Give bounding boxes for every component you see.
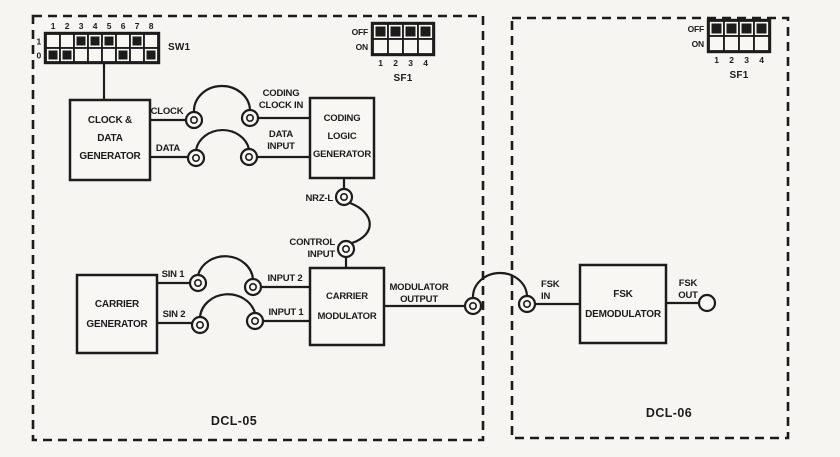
dcl05-board-outline xyxy=(31,14,485,442)
svg-text:1: 1 xyxy=(714,55,719,65)
svg-text:IN: IN xyxy=(541,291,550,302)
svg-text:MODULATOR: MODULATOR xyxy=(317,311,376,322)
svg-text:3: 3 xyxy=(79,21,84,31)
connector-fsk-in xyxy=(517,294,537,314)
port-label-fsk-out: FSK xyxy=(679,278,698,289)
svg-text:SF1: SF1 xyxy=(730,70,749,81)
svg-text:OUTPUT: OUTPUT xyxy=(400,294,438,305)
svg-text:4: 4 xyxy=(423,58,428,68)
svg-text:2: 2 xyxy=(729,55,734,65)
svg-text:4: 4 xyxy=(759,55,764,65)
svg-text:GENERATOR: GENERATOR xyxy=(313,149,371,160)
svg-text:5: 5 xyxy=(107,21,112,31)
block-clock-data-generator: CLOCK & DATA GENERATOR xyxy=(68,98,152,182)
patch-cord-sin1 xyxy=(196,255,255,280)
connector-control-input xyxy=(336,239,356,259)
svg-text:3: 3 xyxy=(744,55,749,65)
svg-text:1: 1 xyxy=(378,58,383,68)
connector-data-input xyxy=(239,147,259,167)
svg-text:LOGIC: LOGIC xyxy=(327,131,356,142)
connector-nrz-l xyxy=(334,187,354,207)
connector-fsk-out xyxy=(697,293,717,313)
patch-cord-sin2 xyxy=(198,293,257,318)
patch-cord-clock xyxy=(192,84,252,113)
svg-text:2: 2 xyxy=(65,21,70,31)
port-label-data-input: DATA xyxy=(269,129,294,140)
patch-cord-modulator-to-fsk-in xyxy=(471,271,529,299)
svg-text:OFF: OFF xyxy=(688,24,704,34)
carrier-generator-label: CARRIER xyxy=(95,299,140,310)
svg-text:GENERATOR: GENERATOR xyxy=(86,319,148,330)
svg-text:6: 6 xyxy=(121,21,126,31)
svg-text:GENERATOR: GENERATOR xyxy=(79,151,141,162)
patch-cord-data xyxy=(194,128,251,151)
fsk-demodulator-label: FSK xyxy=(613,289,633,300)
carrier-modulator-label: CARRIER xyxy=(326,291,368,302)
dcl06-board-label: DCL-06 xyxy=(646,406,692,420)
svg-text:DATA: DATA xyxy=(97,133,123,144)
port-label-modulator-output: MODULATOR xyxy=(389,282,448,293)
port-label-data: DATA xyxy=(156,143,181,154)
port-label-input1: INPUT 1 xyxy=(268,307,304,318)
connector-modulator-output xyxy=(463,296,483,316)
coding-logic-generator-label: CODING xyxy=(324,113,361,124)
svg-text:1: 1 xyxy=(36,37,41,47)
connector-clock-out xyxy=(184,110,204,130)
port-label-fsk-in: FSK xyxy=(541,279,560,290)
svg-text:SF1: SF1 xyxy=(394,73,413,84)
svg-text:ON: ON xyxy=(692,39,704,49)
svg-text:DEMODULATOR: DEMODULATOR xyxy=(585,309,662,320)
svg-text:SW1: SW1 xyxy=(168,42,191,53)
connector-data-out xyxy=(186,148,206,168)
port-label-nrz-l: NRZ-L xyxy=(306,193,334,204)
svg-text:7: 7 xyxy=(135,21,140,31)
connector-input1 xyxy=(245,311,265,331)
connector-coding-clock-in xyxy=(240,108,260,128)
connector-sin1 xyxy=(188,273,208,293)
port-label-clock: CLOCK xyxy=(151,106,184,117)
svg-text:INPUT: INPUT xyxy=(267,141,295,152)
svg-text:ON: ON xyxy=(356,42,368,52)
svg-text:INPUT: INPUT xyxy=(307,249,335,260)
dcl05-board-label: DCL-05 xyxy=(211,414,257,428)
block-fsk-demodulator: FSK DEMODULATOR xyxy=(578,263,668,345)
block-coding-logic-generator: CODING LOGIC GENERATOR xyxy=(308,96,376,180)
svg-text:4: 4 xyxy=(93,21,98,31)
port-label-sin2: SIN 2 xyxy=(163,309,186,320)
svg-text:8: 8 xyxy=(149,21,154,31)
svg-text:OUT: OUT xyxy=(678,290,698,301)
clock-data-generator-label: CLOCK & xyxy=(88,115,132,126)
svg-text:CLOCK IN: CLOCK IN xyxy=(259,100,304,111)
svg-text:OFF: OFF xyxy=(352,27,368,37)
port-label-sin1: SIN 1 xyxy=(162,269,186,280)
patch-cord-nrz-l-to-control-input xyxy=(349,201,371,245)
port-label-coding-clock-in: CODING xyxy=(263,88,300,99)
svg-text:1: 1 xyxy=(51,21,56,31)
block-carrier-generator: CARRIER GENERATOR xyxy=(75,273,159,355)
svg-text:0: 0 xyxy=(36,51,41,61)
connector-input2 xyxy=(243,277,263,297)
block-carrier-modulator: CARRIER MODULATOR xyxy=(308,266,386,347)
connector-sin2 xyxy=(190,315,210,335)
svg-text:3: 3 xyxy=(408,58,413,68)
port-label-input2: INPUT 2 xyxy=(267,273,302,284)
dcl06-board-outline xyxy=(510,16,790,440)
svg-text:2: 2 xyxy=(393,58,398,68)
port-label-control-input: CONTROL xyxy=(289,237,335,248)
